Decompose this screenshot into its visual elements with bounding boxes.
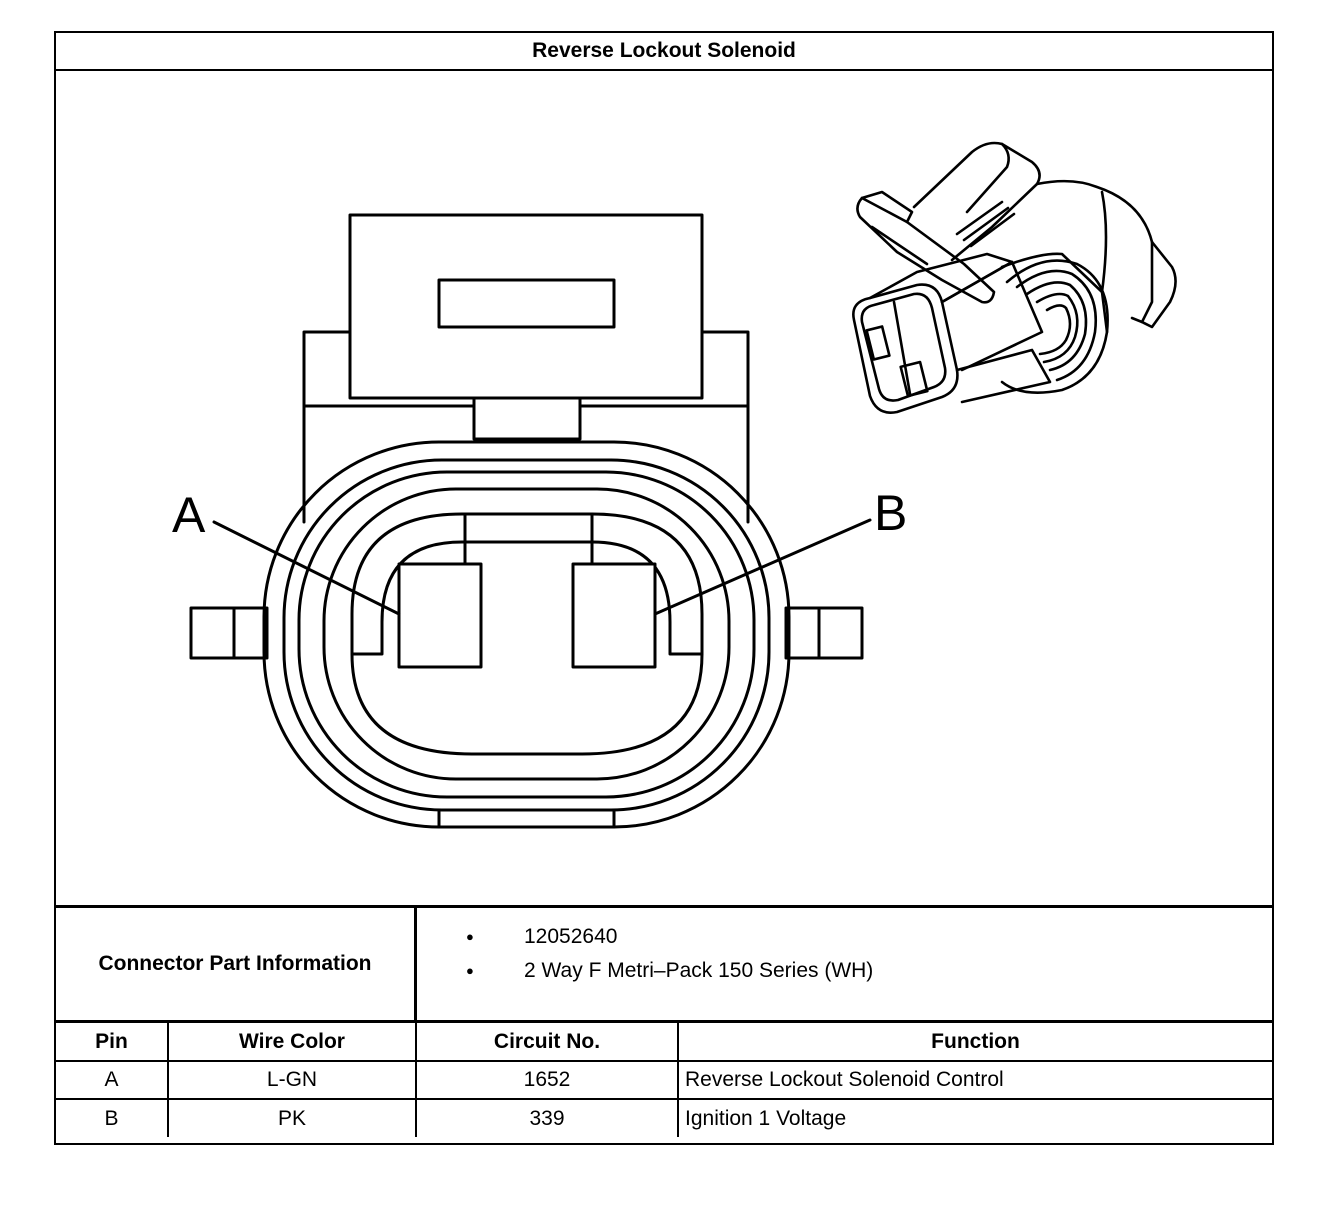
page-title: Reverse Lockout Solenoid [56,33,1272,71]
pin-b-label: B [874,485,907,541]
cell-pin: B [56,1098,169,1137]
header-function: Function [677,1023,1272,1062]
connector-part-info-row: Connector Part Information 12052640 2 Wa… [56,905,1272,1023]
pin-a-label: A [172,487,206,543]
table-row: B PK 339 Ignition 1 Voltage [56,1098,1272,1137]
left-ear [189,606,269,660]
connector-isometric-illustration [852,141,1177,414]
cell-wire-color: L-GN [167,1060,417,1100]
part-number: 12052640 [466,920,873,954]
header-circuit-no: Circuit No. [415,1023,679,1062]
cell-function: Reverse Lockout Solenoid Control [677,1060,1272,1100]
pin-table-header: Pin Wire Color Circuit No. Function [56,1023,1272,1062]
connector-description: 2 Way F Metri–Pack 150 Series (WH) [466,954,873,988]
connector-part-info-list: 12052640 2 Way F Metri–Pack 150 Series (… [466,920,873,988]
table-row: A L-GN 1652 Reverse Lockout Solenoid Con… [56,1060,1272,1100]
pin-a-leader [212,520,401,616]
terminal-b [571,562,657,669]
pin-table: Pin Wire Color Circuit No. Function A L-… [56,1023,1272,1137]
cell-pin: A [56,1060,169,1100]
pin-b-leader [653,518,872,616]
cell-circuit-no: 339 [415,1098,679,1137]
terminal-a [397,562,483,669]
connector-diagram: A B [172,141,1177,829]
connector-part-info-label: Connector Part Information [56,908,417,1020]
cell-function: Ignition 1 Voltage [677,1098,1272,1137]
cell-wire-color: PK [167,1098,417,1137]
connector-sheet: Reverse Lockout Solenoid [54,31,1274,1145]
right-ear [784,606,864,660]
cell-circuit-no: 1652 [415,1060,679,1100]
connector-face-outline [189,213,872,829]
latch-window [437,278,616,329]
header-pin: Pin [56,1023,169,1062]
header-wire-color: Wire Color [167,1023,417,1062]
